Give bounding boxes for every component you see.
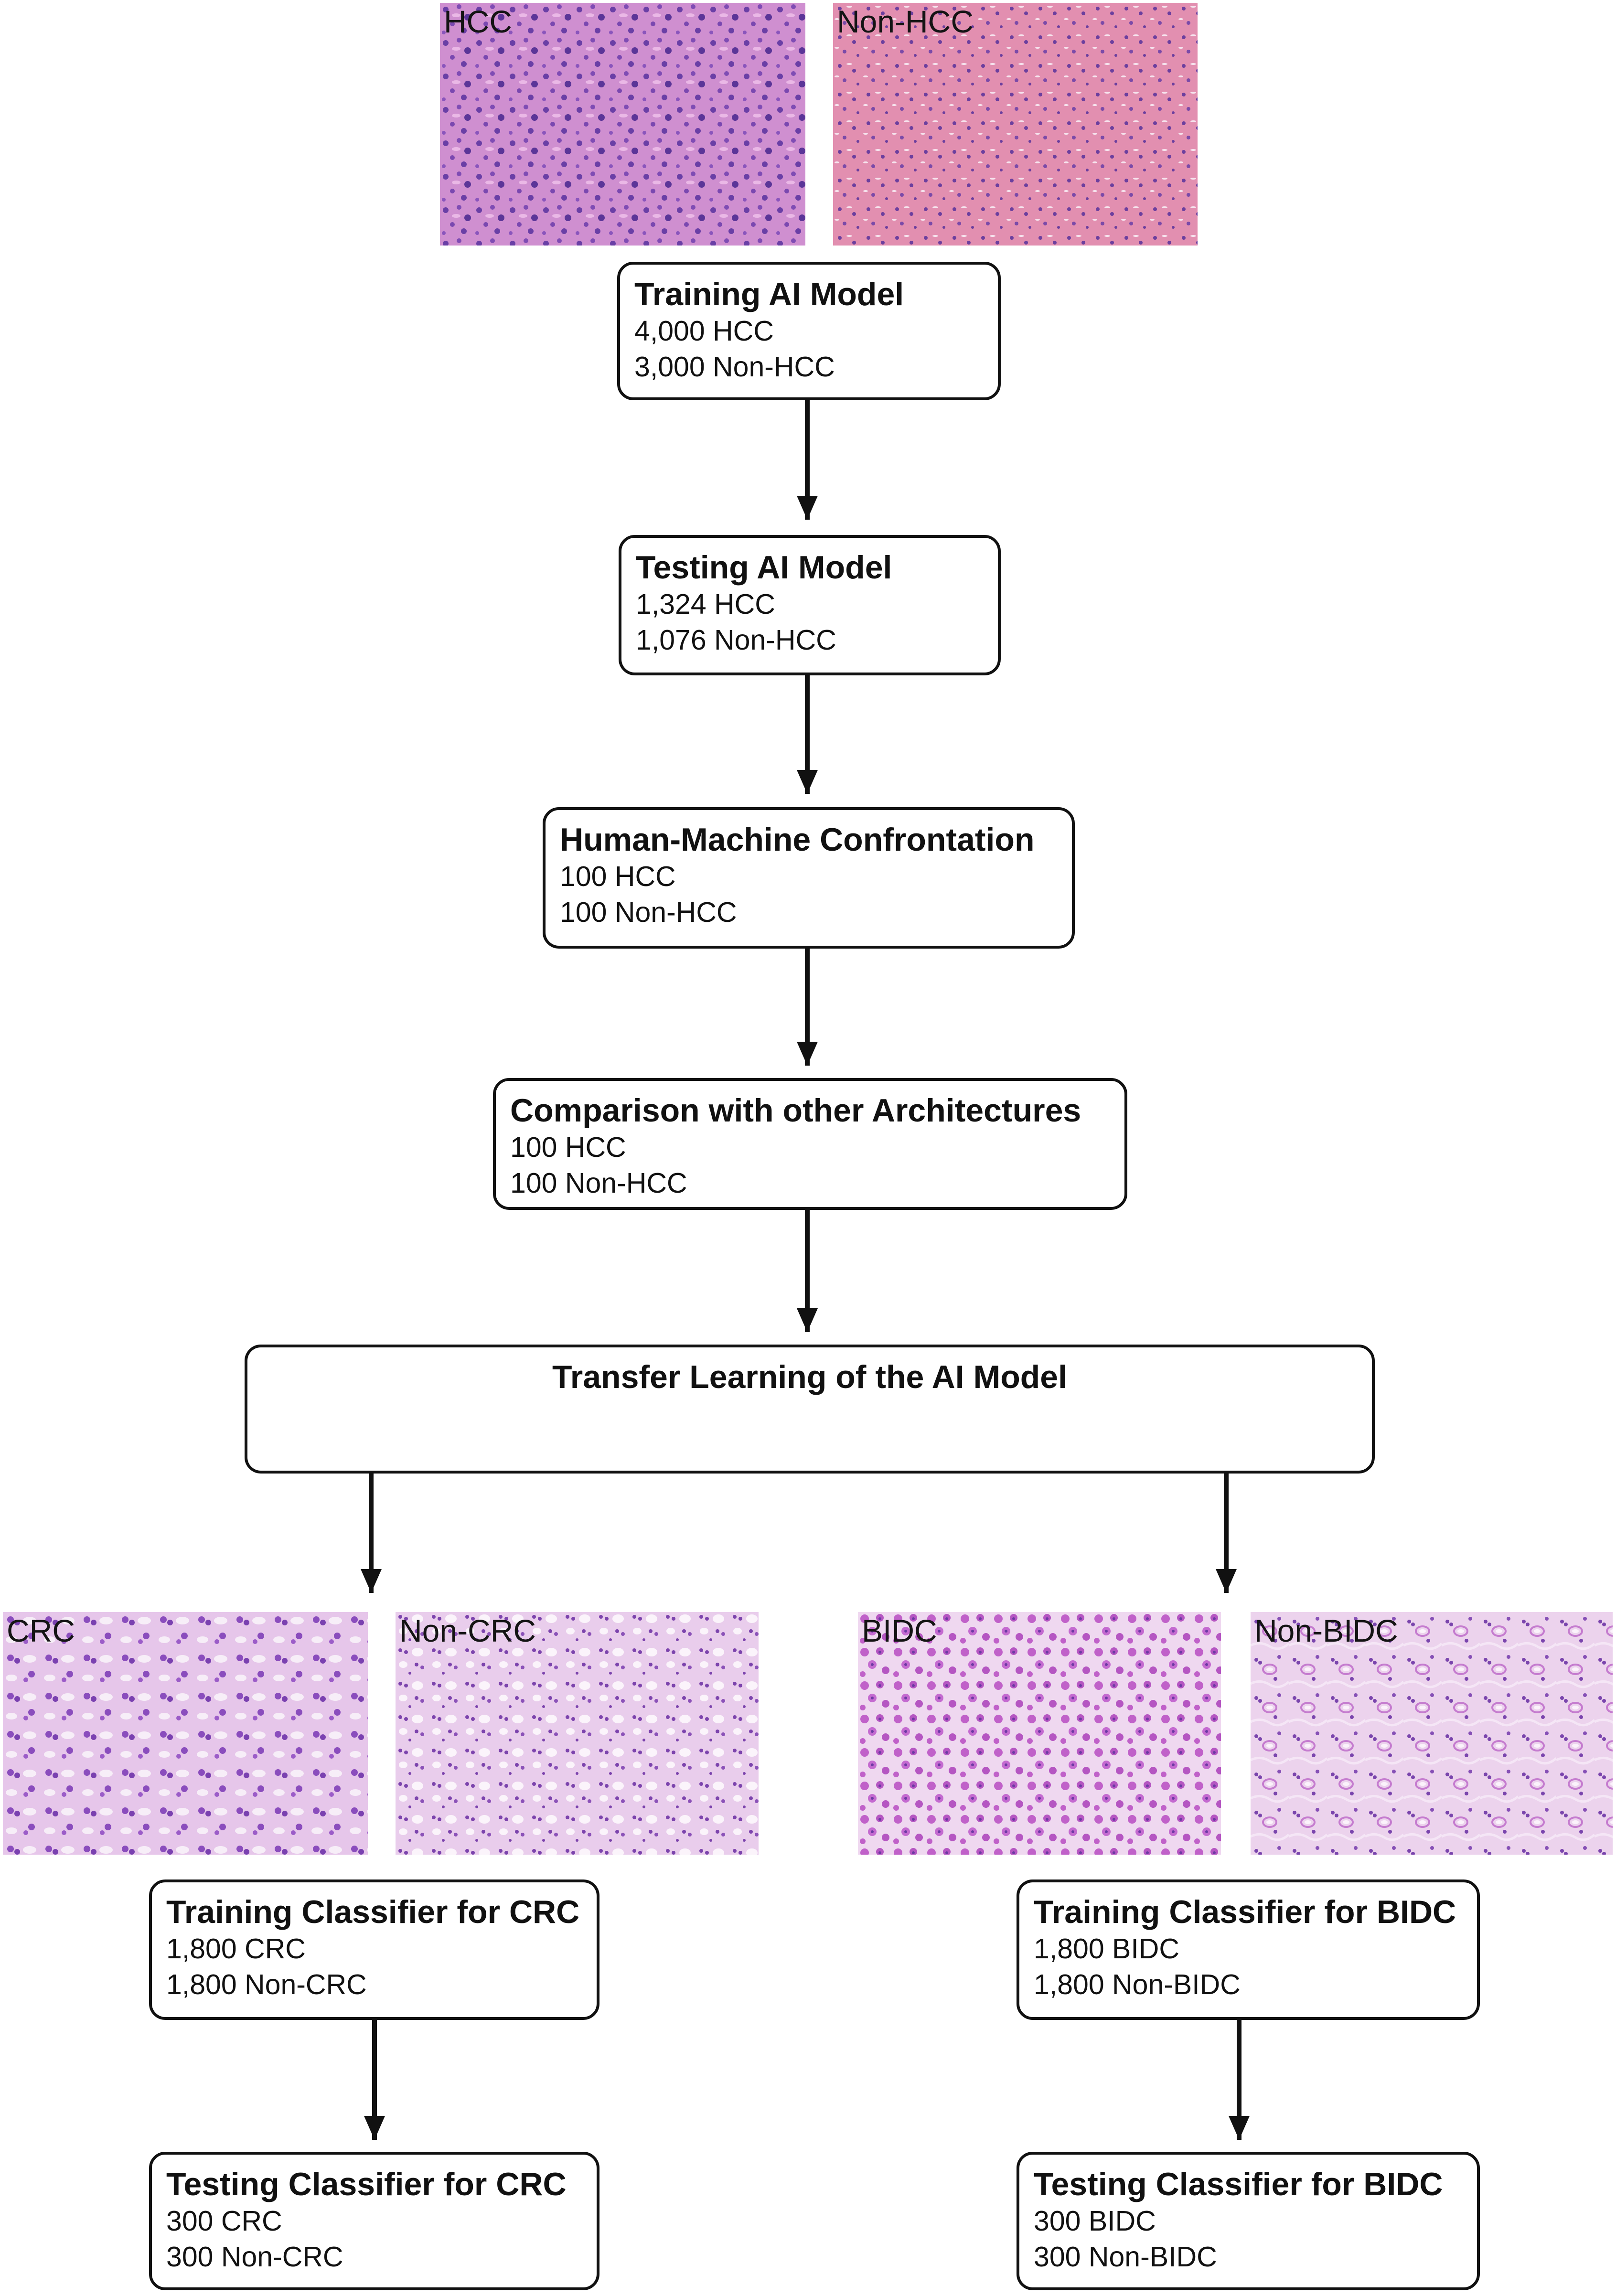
non-hcc-image-label: Non-HCC: [837, 4, 974, 39]
crc-train-crc-count: 1,800 CRC: [166, 1933, 306, 1965]
human-machine-confrontation-box: Human-Machine Confrontation 100 HCC 100 …: [543, 807, 1075, 949]
bidc-image-label: BIDC: [862, 1613, 937, 1648]
training-non-hcc-count: 3,000 Non-HCC: [634, 351, 835, 383]
crc-test-title: Testing Classifier for CRC: [166, 2166, 567, 2202]
confrontation-title: Human-Machine Confrontation: [560, 822, 1035, 858]
transfer-learning-title: Transfer Learning of the AI Model: [552, 1359, 1068, 1395]
hcc-image: HCC: [440, 3, 805, 246]
crc-test-crc-count: 300 CRC: [166, 2205, 282, 2237]
testing-ai-model-title: Testing AI Model: [636, 549, 892, 586]
comparison-architectures-box: Comparison with other Architectures 100 …: [493, 1078, 1127, 1210]
bidc-test-non-bidc-count: 300 Non-BIDC: [1034, 2241, 1217, 2273]
testing-ai-model-box: Testing AI Model 1,324 HCC 1,076 Non-HCC: [619, 535, 1001, 675]
training-classifier-crc-box: Training Classifier for CRC 1,800 CRC 1,…: [149, 1880, 599, 2020]
training-ai-model-box: Training AI Model 4,000 HCC 3,000 Non-HC…: [617, 262, 1001, 400]
bidc-test-title: Testing Classifier for BIDC: [1034, 2166, 1443, 2202]
hcc-image-label: HCC: [444, 4, 512, 39]
comparison-non-hcc-count: 100 Non-HCC: [510, 1167, 687, 1199]
non-crc-image-label: Non-CRC: [399, 1613, 536, 1648]
comparison-hcc-count: 100 HCC: [510, 1132, 626, 1163]
testing-classifier-bidc-box: Testing Classifier for BIDC 300 BIDC 300…: [1017, 2152, 1480, 2290]
crc-train-title: Training Classifier for CRC: [166, 1894, 580, 1930]
testing-classifier-crc-box: Testing Classifier for CRC 300 CRC 300 N…: [149, 2152, 599, 2290]
non-bidc-image-label: Non-BIDC: [1254, 1613, 1398, 1648]
bidc-train-title: Training Classifier for BIDC: [1034, 1894, 1456, 1930]
non-bidc-image: Non-BIDC: [1251, 1612, 1613, 1855]
comparison-title: Comparison with other Architectures: [510, 1092, 1081, 1129]
training-hcc-count: 4,000 HCC: [634, 315, 774, 347]
training-ai-model-title: Training AI Model: [634, 276, 904, 312]
bidc-test-bidc-count: 300 BIDC: [1034, 2205, 1156, 2237]
training-classifier-bidc-box: Training Classifier for BIDC 1,800 BIDC …: [1017, 1880, 1480, 2020]
crc-test-non-crc-count: 300 Non-CRC: [166, 2241, 343, 2273]
confrontation-hcc-count: 100 HCC: [560, 861, 676, 892]
non-hcc-image: Non-HCC: [833, 3, 1198, 246]
bidc-image: BIDC: [858, 1612, 1221, 1855]
testing-non-hcc-count: 1,076 Non-HCC: [636, 624, 836, 656]
transfer-learning-box: Transfer Learning of the AI Model: [245, 1345, 1375, 1474]
crc-train-non-crc-count: 1,800 Non-CRC: [166, 1969, 367, 2000]
bidc-train-bidc-count: 1,800 BIDC: [1034, 1933, 1179, 1965]
bidc-train-non-bidc-count: 1,800 Non-BIDC: [1034, 1969, 1241, 2000]
testing-hcc-count: 1,324 HCC: [636, 588, 775, 620]
crc-image: CRC: [3, 1612, 368, 1855]
confrontation-non-hcc-count: 100 Non-HCC: [560, 897, 737, 928]
non-crc-image: Non-CRC: [396, 1612, 759, 1855]
crc-image-label: CRC: [7, 1613, 75, 1648]
